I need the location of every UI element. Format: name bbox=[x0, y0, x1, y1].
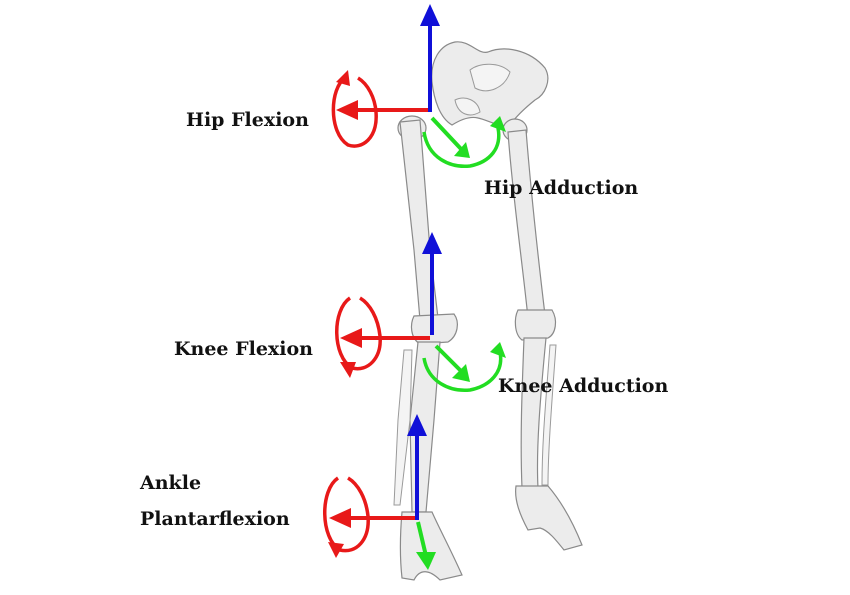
foot-left bbox=[399, 511, 463, 581]
ankle-label-line2: Plantarflexion bbox=[140, 508, 290, 530]
ankle-adduction-axis-icon bbox=[416, 521, 428, 557]
foot-right bbox=[515, 485, 583, 551]
knee-adduction-axis-icon bbox=[434, 344, 464, 374]
skeleton bbox=[393, 41, 583, 581]
hip-flexion-label: Hip Flexion bbox=[186, 109, 309, 131]
vertical-axes bbox=[407, 4, 442, 520]
hip-flexion-rotation-icon bbox=[331, 76, 378, 148]
hip-adduction-rotation-icon bbox=[422, 127, 501, 168]
femur-right bbox=[507, 129, 546, 319]
adduction-axes bbox=[416, 116, 506, 570]
knee-flexion-rotation-icon bbox=[335, 296, 382, 371]
knee-adduction-label: Knee Adduction bbox=[498, 375, 669, 397]
hip-adduction-label: Hip Adduction bbox=[484, 177, 639, 199]
hip-adduction-axis-icon bbox=[430, 116, 464, 152]
ankle-flexion-rotation-icon bbox=[323, 476, 370, 553]
knee-adduction-rotation-icon bbox=[422, 351, 503, 392]
ankle-label-line1: Ankle bbox=[140, 472, 202, 494]
knee-flexion-label: Knee Flexion bbox=[174, 338, 313, 360]
flexion-axes bbox=[323, 70, 430, 558]
